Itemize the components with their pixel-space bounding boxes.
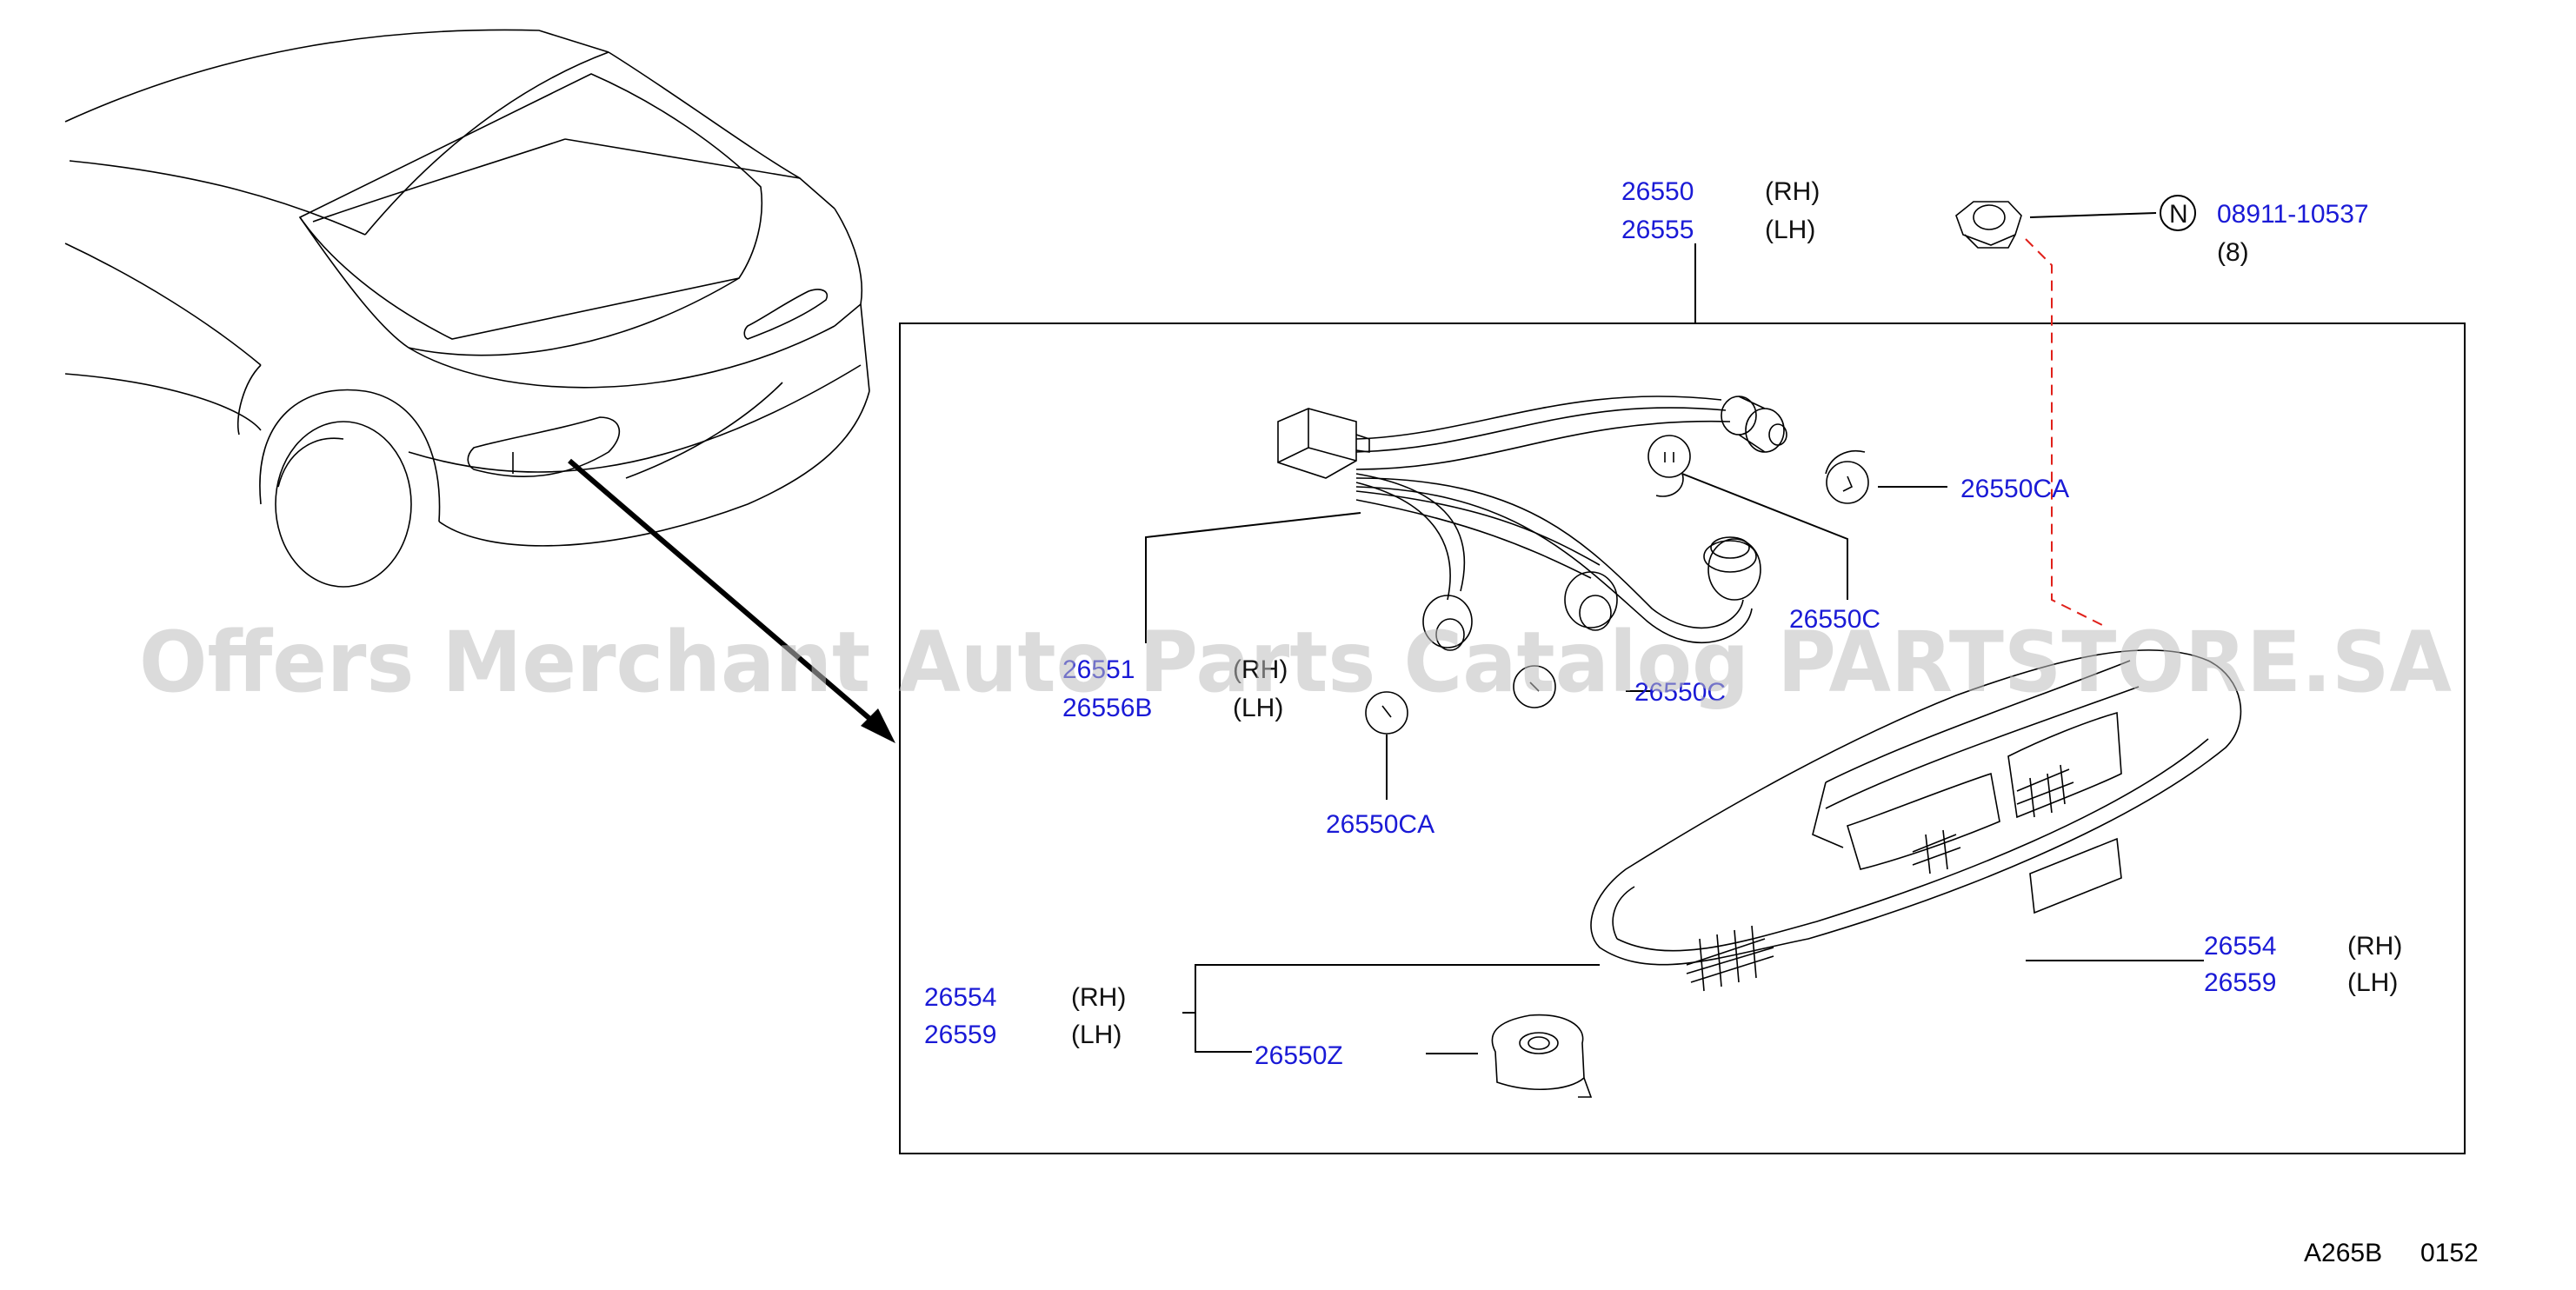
nut-pn[interactable]: 08911-10537 — [2217, 200, 2369, 229]
bulb-ca-lower — [1365, 691, 1408, 735]
harness-lh-side: (LH) — [1765, 216, 1815, 244]
lens2-rh-side: (RH) — [1071, 983, 1126, 1012]
watermark: Offers Merchant Auto Parts Catalog PARTS… — [139, 614, 2452, 711]
socket-left-lh-pn[interactable]: 26556B — [1062, 694, 1152, 722]
bulb-c-mid — [1513, 665, 1556, 708]
harness-lh-pn[interactable]: 26555 — [1621, 216, 1694, 244]
diagram-seq: 0152 — [2420, 1239, 2479, 1267]
detail-frame — [899, 322, 2466, 1154]
socket-c-mid-pn[interactable]: 26550C — [1634, 678, 1726, 707]
bulb-ca-lower-pn[interactable]: 26550CA — [1326, 810, 1434, 839]
clip-nut — [1955, 201, 2022, 249]
socket-left-rh-side: (RH) — [1233, 655, 1288, 684]
bulb-ca-upper-pn[interactable]: 26550CA — [1960, 475, 2069, 503]
nut-symbol-circle — [2160, 195, 2196, 231]
nut-qty: (8) — [2217, 238, 2249, 267]
nut-guide-dashed — [2025, 238, 2105, 627]
socket-left-lh-side: (LH) — [1233, 694, 1283, 722]
lens-lh-pn[interactable]: 26559 — [2204, 968, 2276, 997]
seal-pn[interactable]: 26550Z — [1255, 1041, 1343, 1070]
bulb-ca-upper — [1825, 450, 1869, 504]
leader-lines — [1145, 212, 2204, 1054]
wiring-harness — [1277, 396, 1787, 651]
nut-symbol: N — [2169, 200, 2188, 229]
lens2-rh-pn[interactable]: 26554 — [924, 983, 996, 1012]
diagram-ref: A265B — [2304, 1239, 2382, 1267]
harness-rh-pn[interactable]: 26550 — [1621, 177, 1694, 206]
lens-rh-pn[interactable]: 26554 — [2204, 932, 2276, 961]
callouts: 26550 (RH) 26555 (LH) N 08911-10537 (8) … — [924, 177, 2402, 1070]
lens2-lh-side: (LH) — [1071, 1021, 1122, 1049]
socket-left-rh-pn[interactable]: 26551 — [1062, 655, 1135, 684]
detail-arrow — [568, 458, 895, 743]
bulb-c-upper — [1647, 435, 1691, 497]
lens-lh-side: (LH) — [2347, 968, 2398, 997]
socket-c-right-pn[interactable]: 26550C — [1789, 605, 1880, 634]
car-rear-illustration — [64, 29, 870, 588]
lens-rh-side: (RH) — [2347, 932, 2402, 961]
lens2-lh-pn[interactable]: 26559 — [924, 1021, 996, 1049]
harness-rh-side: (RH) — [1765, 177, 1820, 206]
rear-lamp-lens — [1491, 649, 2242, 1098]
